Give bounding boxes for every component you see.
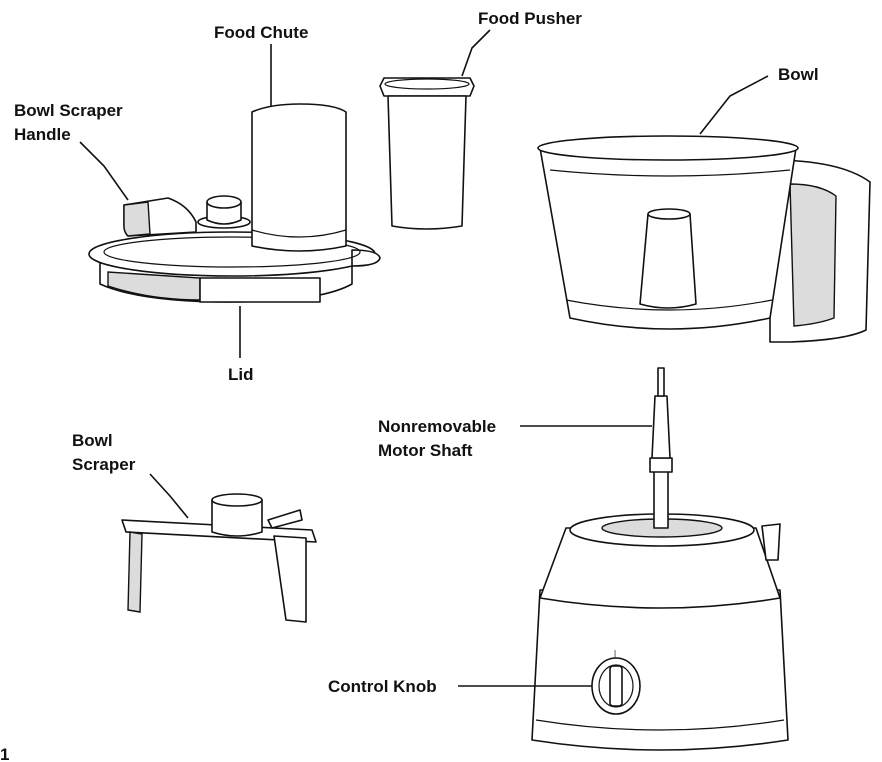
control-knob-inner — [598, 664, 634, 708]
labels: Food Chute Food Pusher Bowl Bowl Scraper… — [0, 9, 819, 762]
food-chute-base-line — [251, 229, 347, 238]
lid-inner-ring — [103, 236, 361, 268]
food-pusher-cap-ring — [384, 78, 470, 90]
motor-shaft-upper — [651, 395, 671, 459]
food-pusher-assembly — [379, 77, 475, 230]
label-control-knob: Control Knob — [328, 677, 437, 696]
label-motor-shaft-line2: Motor Shaft — [378, 441, 473, 460]
leader-bowl — [699, 75, 769, 135]
bowl-center-column-top — [647, 208, 691, 220]
leader-bowl-scraper-handle — [79, 141, 129, 201]
lid-latch-tab — [199, 277, 321, 303]
bowl-handle-grip — [789, 183, 837, 327]
label-lid: Lid — [228, 365, 254, 384]
motor-shaft-collar — [649, 457, 673, 473]
leader-lines — [79, 29, 769, 687]
food-pusher-cap — [379, 77, 475, 97]
bowl-inner-line — [549, 169, 791, 177]
motor-base-foot-line — [535, 719, 785, 731]
lid-side-tab — [351, 249, 381, 267]
bowl-scraper-clip — [267, 509, 303, 529]
label-motor-shaft-line1: Nonremovable — [378, 417, 496, 436]
corner-mark: 1 — [0, 745, 9, 762]
label-food-chute: Food Chute — [214, 23, 308, 42]
bowl-center-column — [639, 213, 697, 309]
motor-shaft-lower — [653, 469, 669, 529]
food-pusher — [387, 95, 467, 230]
motor-base-latch — [761, 523, 781, 561]
label-bowl-scraper-line2: Scraper — [72, 455, 136, 474]
motor-base-lower — [531, 589, 789, 751]
label-bowl: Bowl — [778, 65, 819, 84]
control-knob-grip[interactable] — [609, 665, 623, 707]
bowl-scraper-hub — [211, 499, 263, 537]
label-bowl-scraper-handle-line2: Handle — [14, 125, 71, 144]
lid-assembly — [88, 103, 381, 303]
bowl-scraper-blade-left — [127, 531, 143, 613]
label-bowl-scraper-line1: Bowl — [72, 431, 113, 450]
bowl-bottom-line — [565, 299, 773, 311]
bowl-scraper-blade-right — [273, 535, 307, 623]
motor-shaft-tip — [657, 367, 665, 397]
bowl-scraper-hub-top — [211, 493, 263, 507]
base-assembly: | — [531, 367, 789, 751]
bowl-scraper-handle-shade — [123, 201, 151, 237]
label-bowl-scraper-handle-line1: Bowl Scraper — [14, 101, 123, 120]
lid-center-hub-top — [206, 195, 242, 209]
svg-text:|: | — [614, 649, 616, 658]
label-food-pusher: Food Pusher — [478, 9, 582, 28]
bowl-rim — [537, 135, 799, 161]
leader-food-pusher — [461, 29, 491, 77]
bowl-assembly — [537, 135, 871, 343]
motor-base-upper — [539, 527, 781, 609]
food-chute — [251, 103, 347, 252]
leader-bowl-scraper — [149, 473, 189, 519]
bowl-scraper-assembly — [121, 493, 317, 623]
